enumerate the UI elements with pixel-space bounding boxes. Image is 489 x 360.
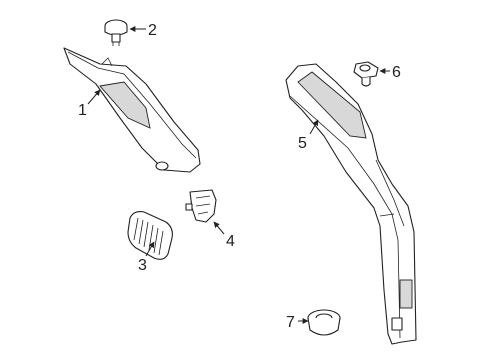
a-pillar-trim-part xyxy=(63,47,201,173)
callout-label-5: 5 xyxy=(298,135,307,152)
b-pillar-trim-part xyxy=(285,63,417,345)
callout-label-2: 2 xyxy=(148,22,157,39)
leader-4 xyxy=(213,221,225,235)
leader-3 xyxy=(145,241,155,257)
fastener-clip-part xyxy=(353,61,379,87)
leader-5 xyxy=(309,119,319,135)
vent-grille-part xyxy=(127,211,173,260)
callout-label-7: 7 xyxy=(286,314,295,331)
callout-leaders xyxy=(87,26,390,324)
callout-label-6: 6 xyxy=(392,64,401,81)
callout-label-3: 3 xyxy=(138,257,147,274)
push-clip-part xyxy=(104,19,128,46)
callout-label-1: 1 xyxy=(78,102,87,119)
callout-label-4: 4 xyxy=(226,233,235,250)
callout-labels: 1 2 3 4 5 6 7 xyxy=(78,22,401,331)
retainer-clip-part xyxy=(185,189,217,223)
grommet-part xyxy=(307,309,341,336)
leader-1 xyxy=(87,89,101,105)
